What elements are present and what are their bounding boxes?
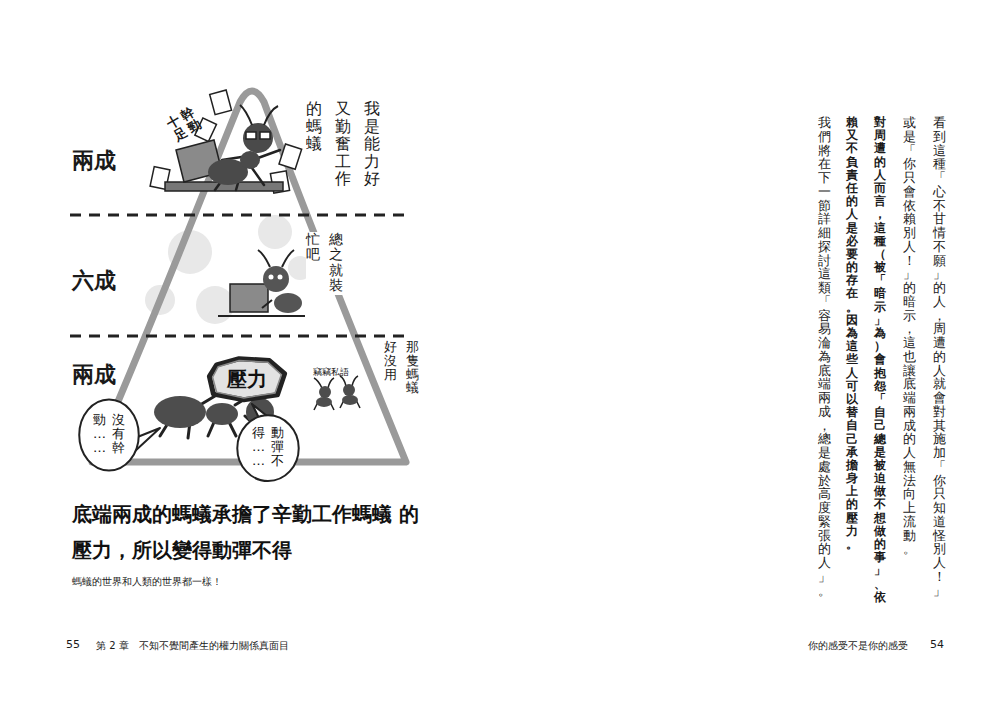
body-paragraph: 我們將在下一節詳細探討這類「容易淪為底端兩成，總是處於高度緊張的人」。 bbox=[818, 116, 831, 599]
band-divider bbox=[70, 215, 410, 336]
bubble-outline bbox=[236, 414, 300, 482]
page-number: 54 bbox=[930, 638, 944, 651]
page-number: 55 bbox=[66, 638, 80, 651]
stress-label: 壓力 bbox=[227, 366, 267, 393]
bubble-shape bbox=[79, 399, 139, 470]
pyramid-outline bbox=[92, 91, 406, 462]
bubble-shape bbox=[237, 415, 298, 481]
speech-bubble: 動彈不得…… bbox=[236, 414, 300, 482]
bubble-text: 沒有幹勁…… bbox=[93, 413, 125, 457]
rock-shape bbox=[209, 359, 284, 400]
ant-speech: 總之 就裝忙吧 bbox=[306, 232, 343, 295]
whisper-note: 竊竊私語 bbox=[313, 366, 349, 379]
ant-speech: 我是能力好 又勤奮工作 的螞蟻 bbox=[306, 100, 380, 190]
stress-rock: 壓力 bbox=[207, 357, 287, 401]
ant-remark: 幹勁十足 bbox=[164, 105, 204, 146]
running-head: 你的感受不是你的感受 bbox=[808, 639, 908, 653]
bubble-text: 動彈不得…… bbox=[252, 426, 284, 470]
bubble-outline bbox=[78, 398, 140, 472]
rock-shading bbox=[213, 361, 282, 398]
band-share: 六成 bbox=[72, 266, 116, 296]
band-share: 兩成 bbox=[72, 360, 116, 390]
whispering-ants bbox=[314, 376, 360, 410]
body-paragraph: 看到這種「心不甘情不願」的人，周遭的人就會對其施加「你只知道怪別人！」 或是「你… bbox=[903, 116, 946, 599]
speech-bubble: 沒有幹勁…… bbox=[78, 398, 140, 472]
figure-caption: 底端兩成的螞蟻承擔了辛勤工作螞蟻 的壓力，所以變得動彈不得 bbox=[72, 496, 422, 568]
running-head: 第 2 章 不知不覺間產生的權力關係真面目 bbox=[96, 639, 289, 653]
pretending-ant bbox=[218, 250, 305, 316]
band-share: 兩成 bbox=[72, 146, 116, 176]
ant-speech: 那隻螞蟻 好沒用 bbox=[384, 340, 418, 397]
hardworking-ant bbox=[150, 90, 302, 193]
figure-note: 螞蟻的世界和人類的世界都一樣！ bbox=[72, 575, 222, 589]
body-paragraph: 對周遭的人而言，這種（被「暗示」為）會抱怨「自己總是被迫做不想做的 事」、依賴又… bbox=[846, 116, 886, 606]
